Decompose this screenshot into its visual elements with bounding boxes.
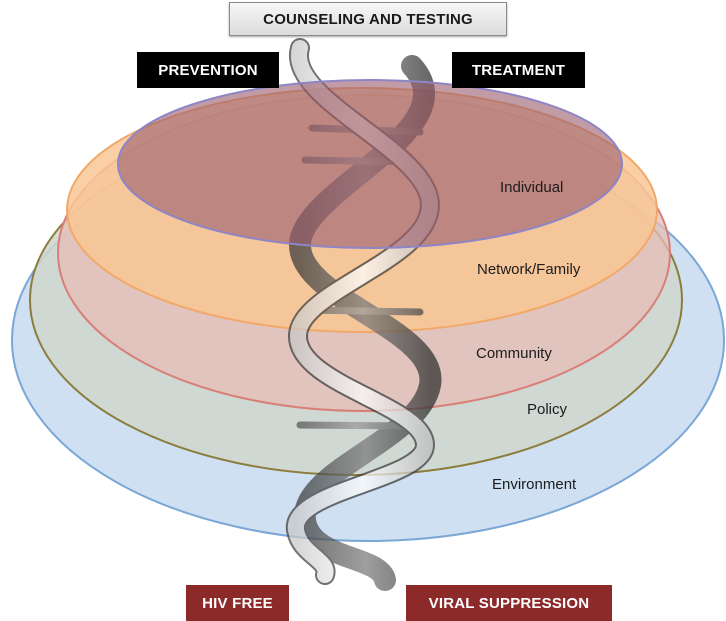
individual-label: Individual xyxy=(500,179,563,196)
network-family-label: Network/Family xyxy=(477,261,581,278)
hiv-free-box: HIV FREE xyxy=(186,585,289,621)
policy-label: Policy xyxy=(527,401,568,418)
prevention-box: PREVENTION xyxy=(137,52,279,88)
individual-ring xyxy=(117,79,623,249)
viral-suppression-box: VIRAL SUPPRESSION xyxy=(406,585,612,621)
environment-label: Environment xyxy=(492,476,577,493)
counseling-testing-box: COUNSELING AND TESTING xyxy=(229,2,507,36)
treatment-box: TREATMENT xyxy=(452,52,585,88)
community-label: Community xyxy=(476,345,552,362)
